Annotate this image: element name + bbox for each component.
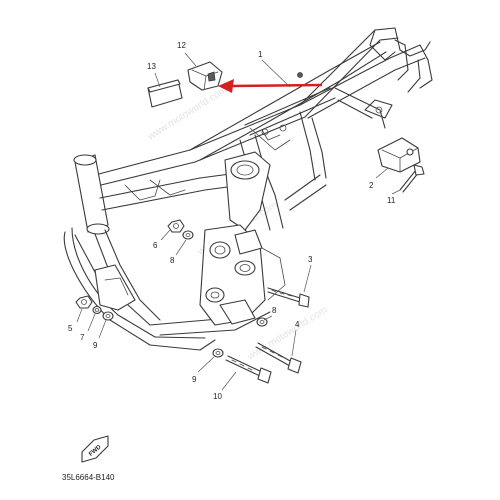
part-7-washer [92,305,102,315]
part-11-bolt [399,164,425,193]
fwd-indicator: FWD [81,435,109,463]
callout-4: 4 [295,320,300,329]
part-9-washer-left [102,311,114,321]
part-5-nut [75,295,93,309]
callout-2: 2 [369,181,374,190]
part-4-bolt [255,342,302,374]
part-3-bolt [267,287,310,308]
part-10-bolt [225,355,272,384]
callout-7: 7 [80,333,85,342]
callout-11: 11 [387,196,396,205]
part-6-nut [167,219,185,233]
leader-lines [76,52,401,391]
red-arrow [218,79,323,93]
callout-labels: 1 12 13 2 11 6 8 3 8 4 5 7 9 9 10 [68,41,396,401]
callout-9-lower: 9 [192,375,197,384]
part-9-washer-lower [212,348,224,358]
part-2-bracket [377,137,421,173]
callout-8-lower: 8 [272,306,277,315]
part-12-bracket [187,61,223,91]
callout-6: 6 [153,241,158,250]
callout-10: 10 [213,392,222,401]
part-code: 35L6664-B140 [62,473,115,482]
part-8-washer-upper [182,230,194,240]
callout-5: 5 [68,324,73,333]
callout-13: 13 [147,62,156,71]
part-13-box [147,79,183,108]
callout-1: 1 [258,50,263,59]
pivot-bracket [199,151,286,326]
callout-9-left: 9 [93,341,98,350]
callout-12: 12 [177,41,186,50]
callout-3: 3 [308,255,313,264]
callout-8-upper: 8 [170,256,175,265]
watermark: www.motoworld.com [245,305,329,363]
